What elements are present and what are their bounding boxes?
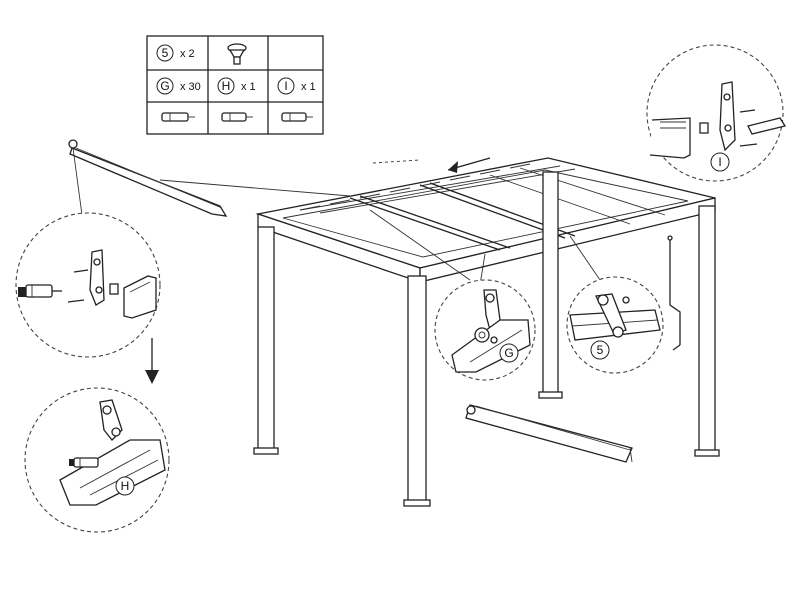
part-h-cell: H x 1	[217, 77, 256, 95]
part-g-sketch	[161, 112, 195, 122]
down-arrow	[145, 338, 159, 384]
direction-arrow	[372, 157, 491, 173]
callout-top-right: I	[646, 44, 787, 182]
part-g-qty: x 30	[180, 81, 201, 93]
front-center-post	[403, 275, 431, 507]
pergola-frame	[253, 157, 720, 507]
part-g-cell: G x 30	[156, 77, 201, 95]
part-h-label: H	[222, 79, 231, 93]
callout-h-label: H	[121, 479, 130, 493]
callout-left	[15, 212, 161, 358]
flat-head-bolt-icon	[227, 43, 247, 65]
crank-handle	[667, 235, 681, 351]
side-beam-top-left	[68, 139, 351, 217]
front-left-post	[253, 226, 279, 455]
callout-g-label: G	[504, 346, 513, 360]
front-right-post	[694, 205, 720, 457]
parts-table: 5 x 2 G x 30 H x 1 I x 1	[146, 35, 324, 135]
part-i-sketch	[281, 112, 313, 122]
lower-beam	[465, 404, 633, 463]
callout-5-label: 5	[597, 343, 604, 357]
callout-i-label: I	[718, 155, 721, 169]
callout-center: G	[369, 209, 536, 381]
part-5-label: 5	[162, 46, 169, 60]
part-h-qty: x 1	[241, 81, 256, 93]
part-g-label: G	[160, 79, 169, 93]
callout-center-right: 5	[566, 235, 664, 374]
part-i-qty: x 1	[301, 81, 316, 93]
back-post	[538, 171, 563, 399]
part-h-sketch	[221, 112, 253, 122]
roof-louvers	[299, 163, 666, 251]
part-5-cell: 5 x 2	[156, 44, 195, 62]
part-i-cell: I x 1	[277, 77, 316, 95]
part-5-qty: x 2	[180, 48, 195, 60]
callout-bottom-left: H	[24, 387, 170, 533]
part-i-label: I	[284, 79, 287, 93]
